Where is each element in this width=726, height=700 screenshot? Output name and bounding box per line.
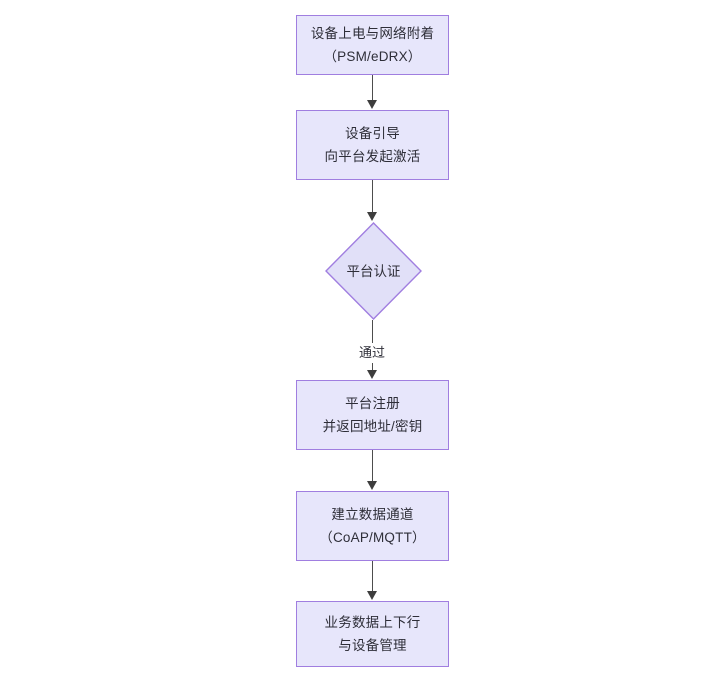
- node-power-on-line2: （PSM/eDRX）: [323, 49, 422, 64]
- node-bootstrap-line2: 向平台发起激活: [324, 149, 421, 164]
- edge-register-to-channel: [372, 450, 374, 483]
- arrowhead-icon-5: [367, 591, 377, 600]
- node-data-channel[interactable]: 建立数据通道 （CoAP/MQTT）: [296, 491, 449, 561]
- diamond-shape-icon: [325, 222, 422, 320]
- edge-label-pass: 通过: [355, 343, 389, 363]
- edge-channel-to-business: [372, 561, 374, 593]
- node-business-data-line1: 业务数据上下行: [324, 615, 421, 630]
- node-platform-auth-label: 平台认证: [346, 263, 401, 279]
- edge-power-on-to-bootstrap: [372, 75, 374, 102]
- node-data-channel-line1: 建立数据通道: [331, 507, 414, 522]
- node-business-data[interactable]: 业务数据上下行 与设备管理: [296, 601, 449, 667]
- node-platform-register-line2: 并返回地址/密钥: [322, 419, 423, 434]
- arrowhead-icon-2: [367, 212, 377, 221]
- arrowhead-icon-1: [367, 100, 377, 109]
- node-power-on[interactable]: 设备上电与网络附着 （PSM/eDRX）: [296, 15, 449, 75]
- node-bootstrap-line1: 设备引导: [345, 126, 400, 141]
- node-business-data-line2: 与设备管理: [338, 638, 407, 653]
- node-platform-auth[interactable]: 平台认证: [325, 222, 422, 320]
- node-data-channel-line2: （CoAP/MQTT）: [319, 530, 426, 545]
- arrowhead-icon-3: [367, 370, 377, 379]
- arrowhead-icon-4: [367, 481, 377, 490]
- node-bootstrap[interactable]: 设备引导 向平台发起激活: [296, 110, 449, 180]
- node-power-on-line1: 设备上电与网络附着: [310, 26, 435, 41]
- node-platform-register-line1: 平台注册: [345, 396, 400, 411]
- node-platform-register[interactable]: 平台注册 并返回地址/密钥: [296, 380, 449, 450]
- edge-bootstrap-to-auth: [372, 180, 374, 214]
